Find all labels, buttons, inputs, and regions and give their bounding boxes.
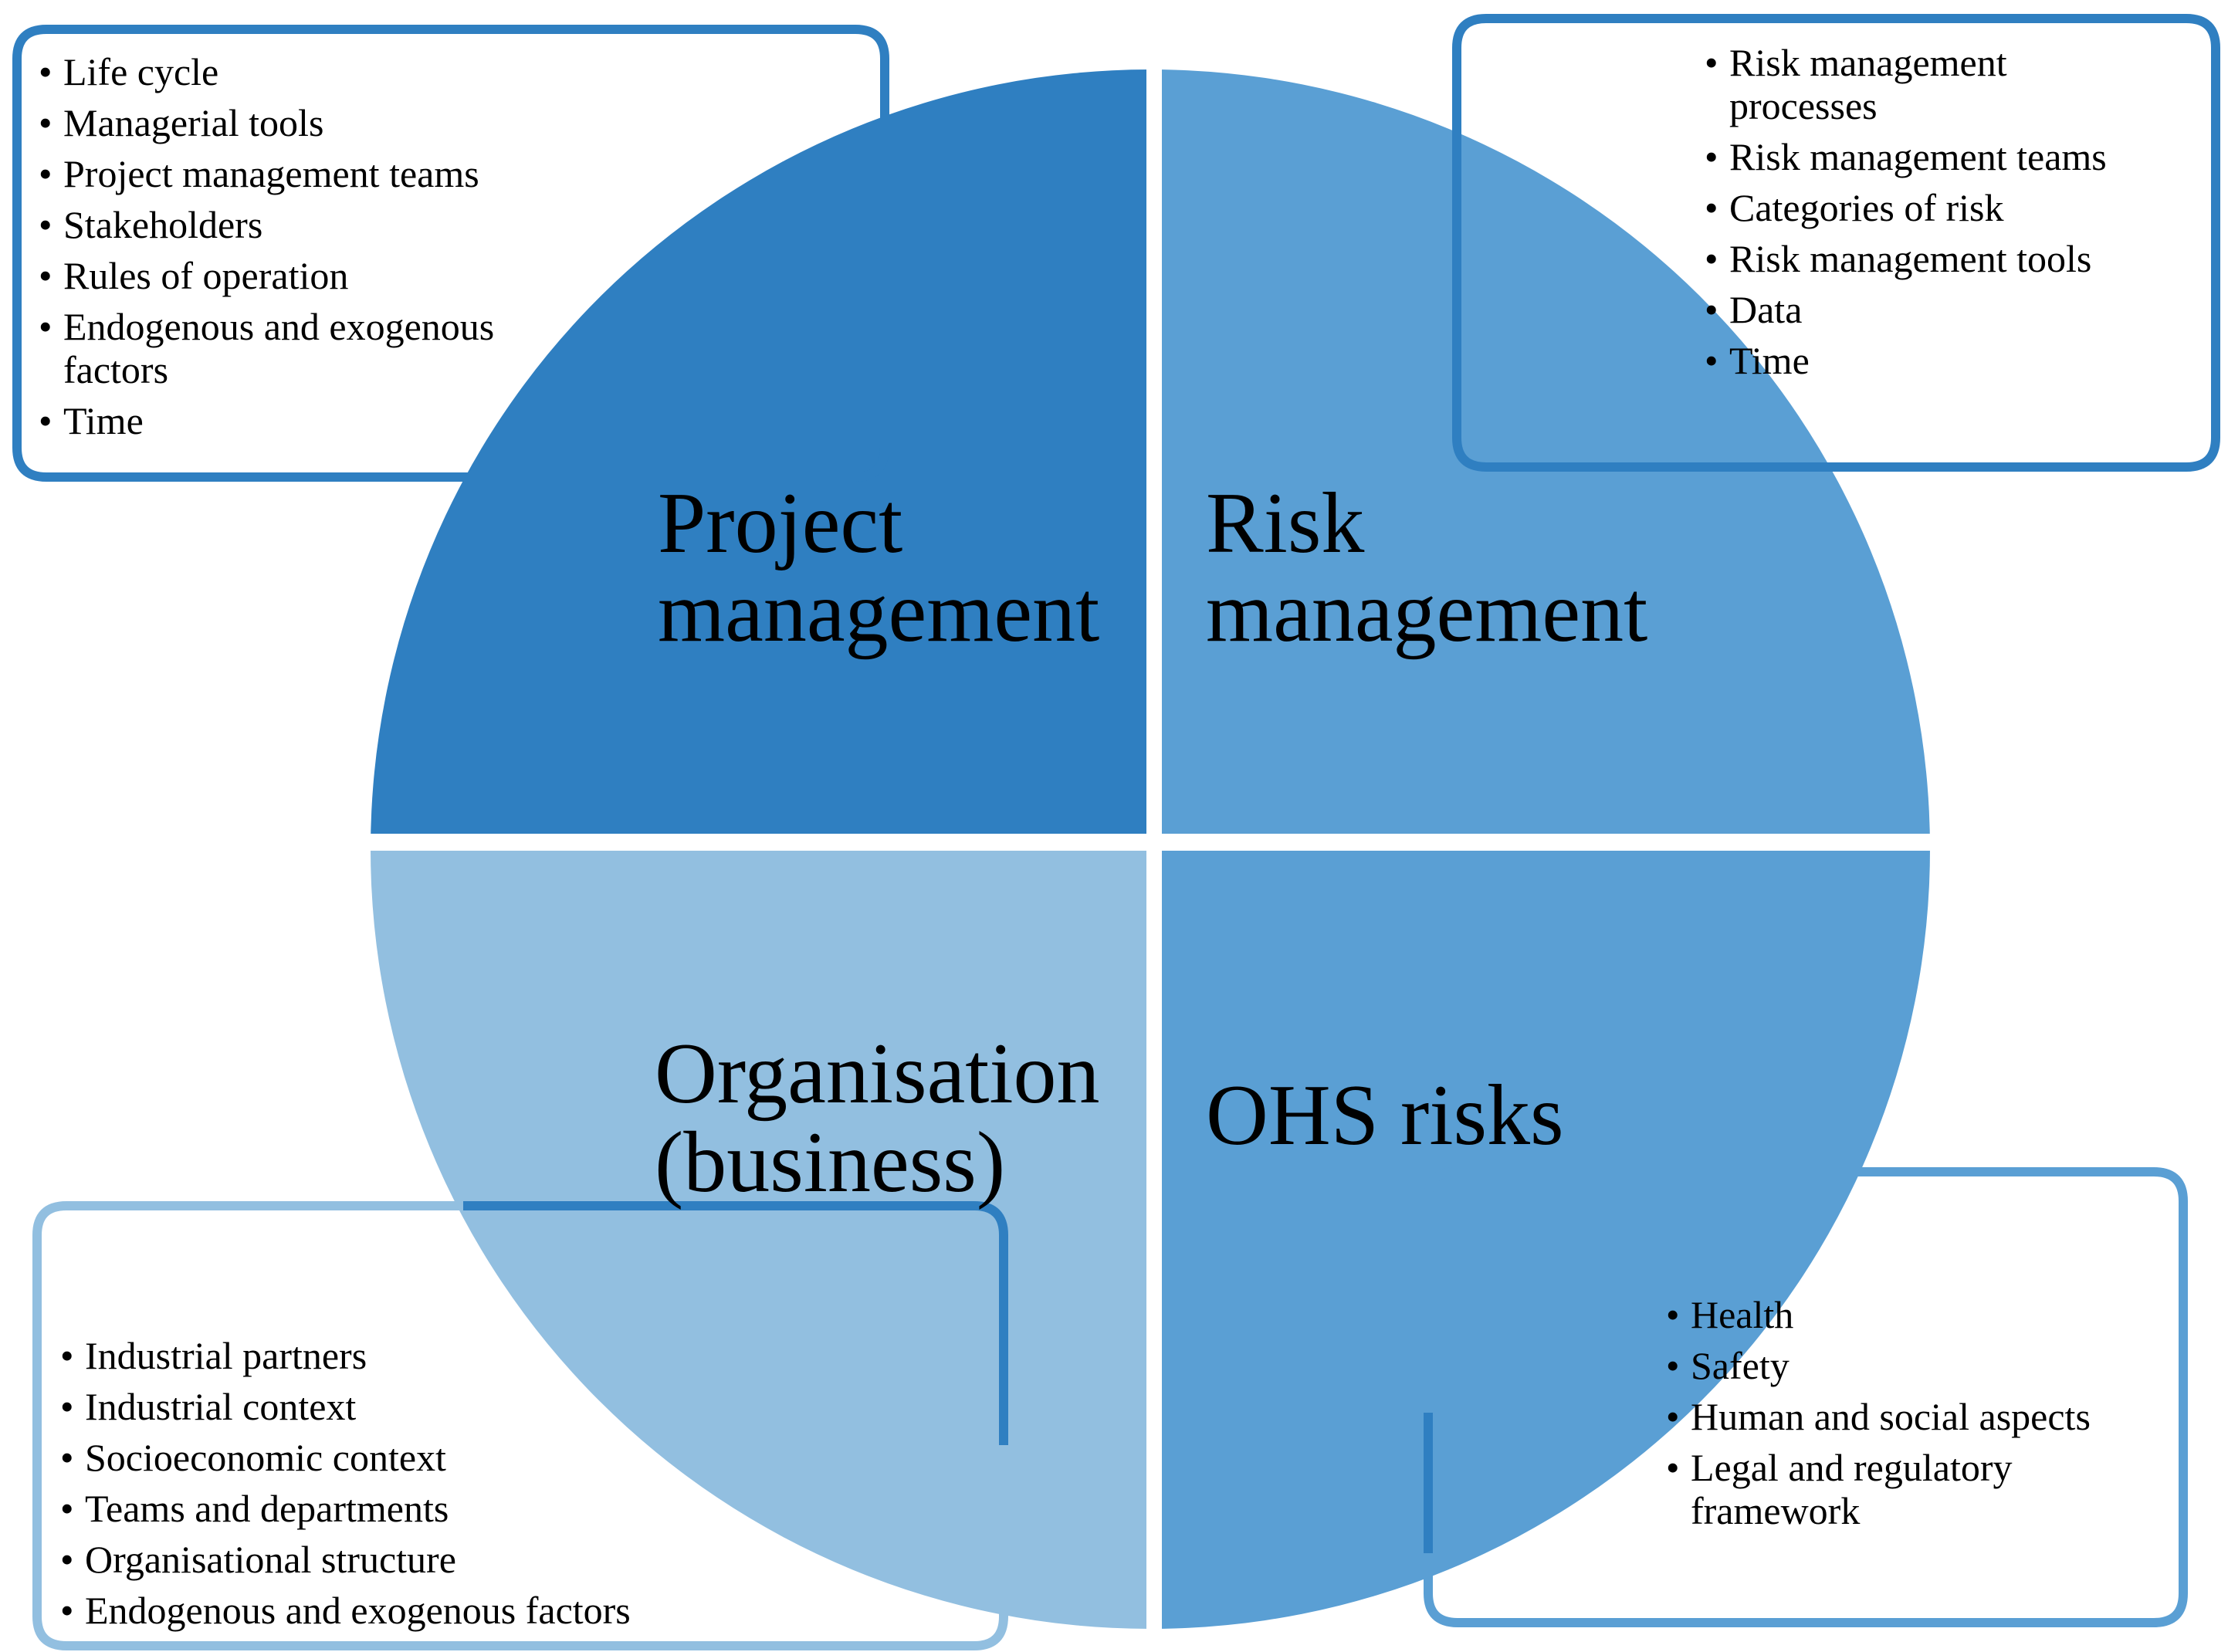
- list-item: Health: [1691, 1293, 1793, 1336]
- label-ohs-risks: OHS risks: [1206, 1068, 1564, 1163]
- callout-box-project-management: [12, 25, 889, 482]
- bullet-mark: •: [39, 203, 52, 246]
- bullet-mark: •: [60, 1487, 74, 1530]
- callout-box-organisation-outer: [32, 1201, 1008, 1650]
- label-project-management-line1: Project: [658, 476, 902, 571]
- bullet-mark: •: [1705, 41, 1718, 84]
- bullet-list-project-management: • Life cycle • Managerial tools • Project man…: [39, 50, 494, 442]
- list-item: Risk management teams: [1729, 135, 2107, 178]
- bullet-mark: •: [60, 1538, 74, 1581]
- bullet-mark: •: [1666, 1344, 1680, 1387]
- bullet-mark: •: [39, 101, 52, 144]
- bullet-mark: •: [39, 254, 52, 297]
- list-item: Industrial partners: [85, 1334, 367, 1377]
- list-item: Safety: [1691, 1344, 1790, 1387]
- list-item: Risk management tools: [1729, 237, 2091, 280]
- list-item: Time: [1729, 339, 1810, 382]
- callout-box-organisation: [463, 1201, 1008, 1445]
- callout-box-risk-management: [1452, 14, 2220, 472]
- bullet-mark: •: [39, 152, 52, 195]
- label-organisation-line2: (business): [655, 1115, 1005, 1210]
- bullet-mark: •: [1666, 1446, 1680, 1489]
- list-item: Endogenous and exogenous factors: [85, 1589, 631, 1632]
- list-item: framework: [1691, 1489, 1860, 1532]
- bullet-mark: •: [39, 399, 52, 442]
- list-item: factors: [63, 348, 168, 391]
- quadrant-labels: Project management Risk management Organ…: [655, 476, 1647, 1210]
- label-risk-management-line2: management: [1206, 564, 1647, 660]
- list-item: Rules of operation: [63, 254, 348, 297]
- bullet-mark: •: [1666, 1293, 1680, 1336]
- bullet-mark: •: [1666, 1395, 1680, 1438]
- bullet-mark: •: [60, 1589, 74, 1632]
- bullet-mark: •: [39, 305, 52, 348]
- bullet-mark: •: [60, 1385, 74, 1428]
- bullet-mark: •: [1705, 237, 1718, 280]
- label-risk-management-line1: Risk: [1206, 476, 1364, 571]
- list-item: Socioeconomic context: [85, 1436, 446, 1479]
- list-item: Time: [63, 399, 144, 442]
- list-item: Categories of risk: [1729, 186, 2003, 229]
- list-item: Life cycle: [63, 50, 218, 93]
- list-item: Organisational structure: [85, 1538, 456, 1581]
- callout-box-ohs-risks: [1424, 1167, 2188, 1627]
- label-organisation-line1: Organisation: [655, 1026, 1100, 1122]
- bullet-mark: •: [1705, 339, 1718, 382]
- list-item: Endogenous and exogenous: [63, 305, 494, 348]
- bullet-list-organisation: • Industrial partners • Industrial context •…: [60, 1334, 631, 1632]
- bullet-mark: •: [1705, 186, 1718, 229]
- bullet-mark: •: [60, 1436, 74, 1479]
- bullet-mark: •: [60, 1334, 74, 1377]
- list-item: Data: [1729, 288, 1802, 331]
- list-item: Legal and regulatory: [1691, 1446, 2012, 1489]
- bullet-list-ohs-risks: • Health • Safety • Human and social aspects •…: [1666, 1293, 2091, 1532]
- list-item: Project management teams: [63, 152, 479, 195]
- list-item: Managerial tools: [63, 101, 323, 144]
- list-item: Industrial context: [85, 1385, 356, 1428]
- quadrant-ohs-risks: [1162, 851, 1930, 1629]
- bullet-mark: •: [1705, 135, 1718, 178]
- label-project-management-line2: management: [658, 564, 1099, 660]
- list-item: processes: [1729, 84, 1878, 127]
- bullet-mark: •: [39, 50, 52, 93]
- list-item: Teams and departments: [85, 1487, 449, 1530]
- quadrant-organisation: [371, 851, 1146, 1629]
- list-item: Stakeholders: [63, 203, 262, 246]
- bullet-mark: •: [1705, 288, 1718, 331]
- list-item: Human and social aspects: [1691, 1395, 2091, 1438]
- list-item: Risk management: [1729, 41, 2007, 84]
